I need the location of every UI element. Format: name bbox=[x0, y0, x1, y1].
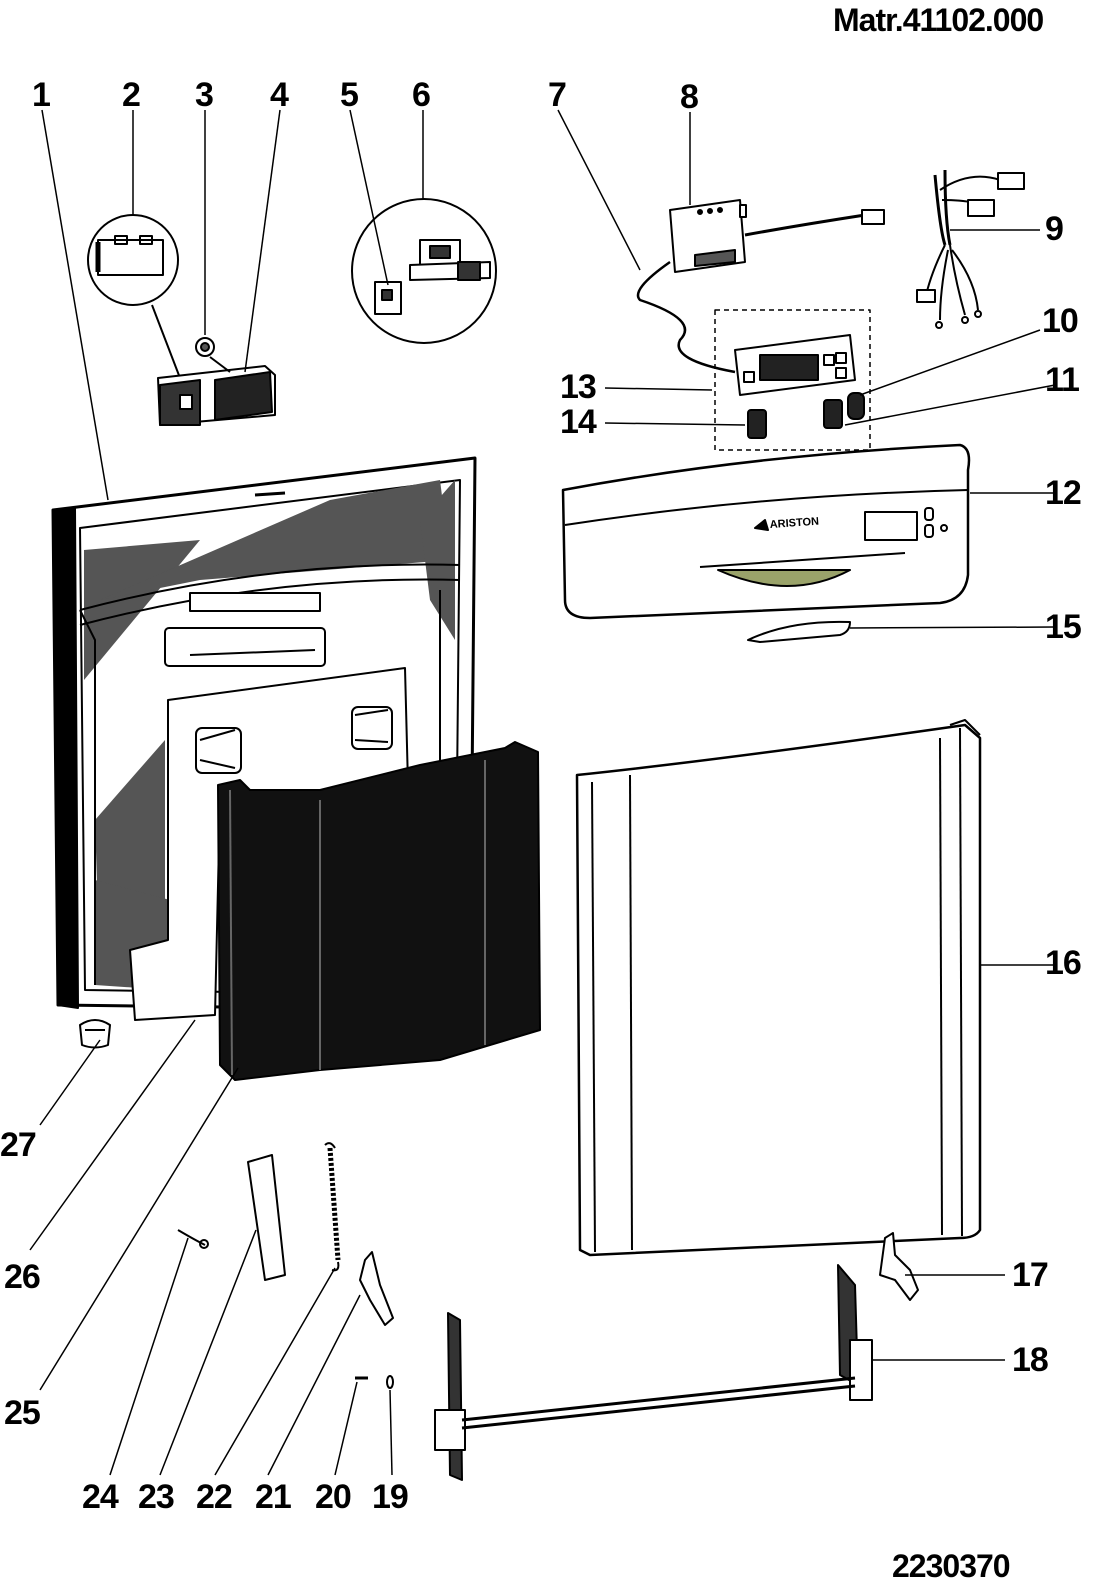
callout-9: 9 bbox=[1045, 210, 1064, 248]
callout-25: 25 bbox=[4, 1394, 41, 1432]
callout-6: 6 bbox=[412, 76, 431, 114]
diagram-code: 2230370 bbox=[892, 1548, 1011, 1584]
callout-17: 17 bbox=[1012, 1256, 1049, 1294]
part-25-outer-door-panel bbox=[217, 741, 541, 1081]
callout-4: 4 bbox=[270, 76, 289, 114]
part-9-wiring-harness bbox=[916, 169, 1025, 329]
callout-8: 8 bbox=[680, 78, 699, 116]
part-16-front-door-panel bbox=[575, 719, 982, 1257]
callout-14: 14 bbox=[560, 403, 597, 441]
part-21-lever bbox=[359, 1251, 394, 1326]
part-27-clip bbox=[79, 1019, 111, 1049]
display-module-group bbox=[714, 309, 871, 451]
material-number: Matr.41102.000 bbox=[833, 2, 1044, 38]
callout-19: 19 bbox=[372, 1478, 409, 1516]
part-2-switch-detail bbox=[87, 214, 181, 379]
callout-20: 20 bbox=[315, 1478, 352, 1516]
callout-23: 23 bbox=[138, 1478, 175, 1516]
callout-12: 12 bbox=[1045, 474, 1082, 512]
callout-15: 15 bbox=[1045, 608, 1082, 646]
part-26-insulation-panel bbox=[129, 667, 409, 1021]
callout-2: 2 bbox=[122, 76, 141, 114]
callout-24: 24 bbox=[82, 1478, 119, 1516]
callout-26: 26 bbox=[4, 1258, 41, 1296]
callout-1: 1 bbox=[32, 76, 51, 114]
callout-10: 10 bbox=[1042, 302, 1079, 340]
part-22-spring bbox=[324, 1142, 341, 1272]
part-7-wire bbox=[636, 260, 736, 374]
callout-18: 18 bbox=[1012, 1341, 1049, 1379]
callout-22: 22 bbox=[196, 1478, 233, 1516]
part-24-pin bbox=[177, 1229, 206, 1246]
part-15-handle bbox=[747, 620, 851, 643]
part-8-control-board bbox=[669, 199, 885, 273]
ariston-logo-text: ARISTON bbox=[769, 516, 819, 531]
callout-7: 7 bbox=[548, 76, 567, 114]
part-4-door-lock bbox=[157, 337, 276, 426]
callout-27: 27 bbox=[0, 1126, 37, 1164]
callout-3: 3 bbox=[195, 76, 214, 114]
callout-21: 21 bbox=[255, 1478, 292, 1516]
callout-5: 5 bbox=[340, 76, 359, 114]
part-17-hinge bbox=[879, 1232, 919, 1301]
callout-11: 11 bbox=[1045, 361, 1080, 399]
callout-13: 13 bbox=[560, 368, 597, 406]
callout-16: 16 bbox=[1045, 944, 1082, 982]
leader-lines bbox=[29, 109, 1056, 1476]
part-12-control-panel bbox=[561, 443, 971, 620]
part-18-hinge-bar bbox=[434, 1264, 873, 1481]
part-23-tube bbox=[247, 1154, 286, 1281]
part-6-microswitch-detail bbox=[351, 198, 497, 344]
part-19-washer bbox=[386, 1375, 394, 1389]
